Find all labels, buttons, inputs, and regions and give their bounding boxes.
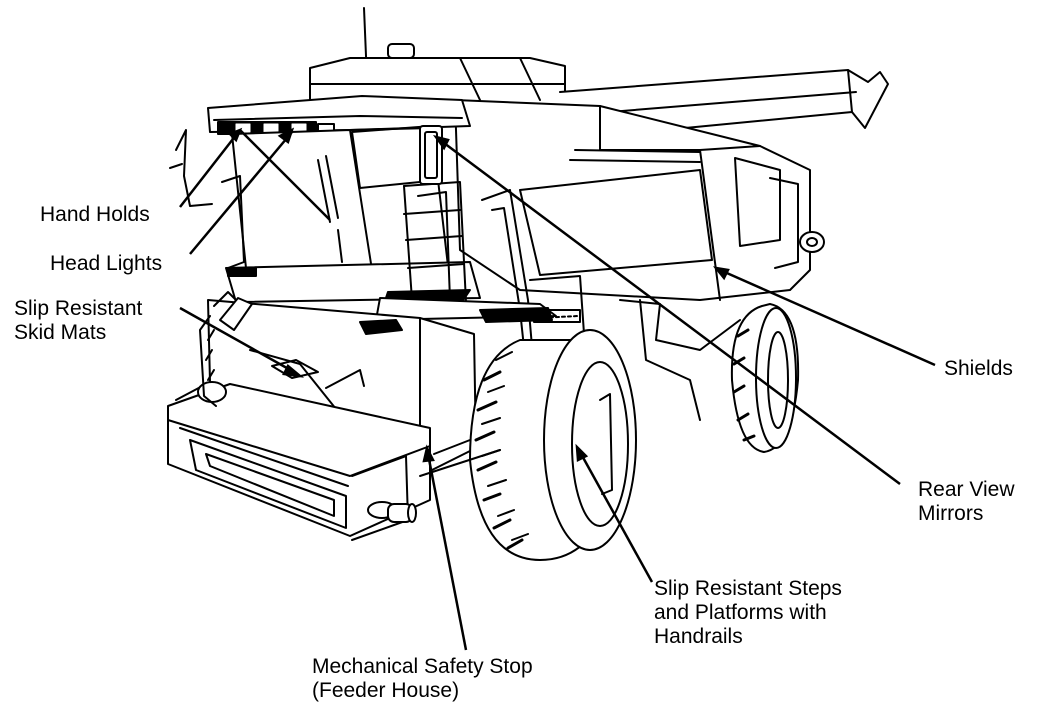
label-head-lights: Head Lights — [50, 252, 163, 275]
leader-head-lights — [189, 127, 295, 255]
label-rear-view-mirrors: Rear View Mirrors — [918, 478, 1015, 525]
leader-hand-holds — [179, 127, 331, 221]
label-shields: Shields — [944, 357, 1013, 380]
combine-drawing — [167, 7, 889, 561]
leader-skid-mats — [179, 306, 305, 378]
leader-steps — [575, 443, 654, 583]
label-safety-stop: Mechanical Safety Stop (Feeder House) — [312, 655, 533, 702]
front-tire — [469, 329, 637, 561]
label-skid-mats: Slip Resistant Skid Mats — [14, 297, 143, 344]
leader-lines — [179, 127, 936, 651]
leader-shields — [712, 266, 936, 367]
rear-tire — [730, 303, 800, 453]
label-hand-holds: Hand Holds — [40, 203, 150, 226]
label-steps-platforms: Slip Resistant Steps and Platforms with … — [654, 577, 842, 648]
leader-safety-stop — [422, 444, 468, 651]
leader-mirrors — [432, 134, 901, 486]
